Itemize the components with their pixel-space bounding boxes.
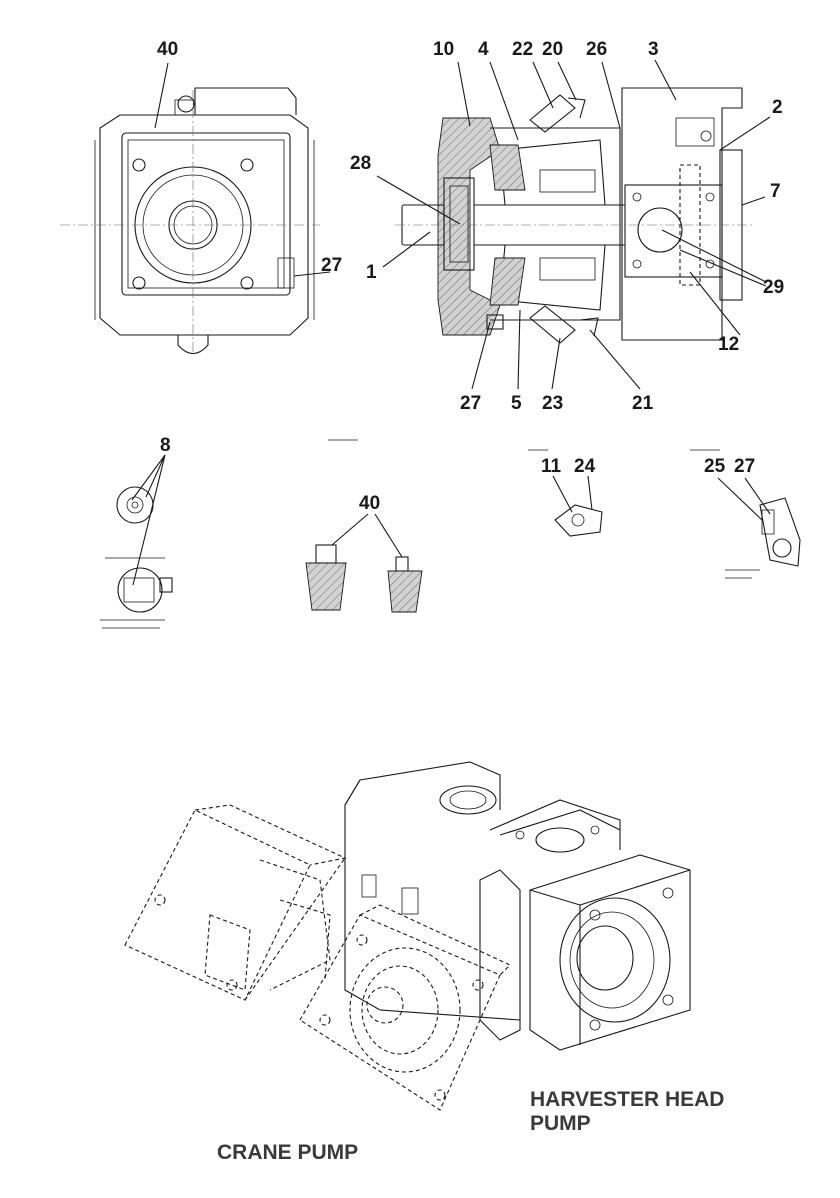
callout-12: 12 <box>718 334 740 355</box>
crane-pump-caption: CRANE PUMP <box>217 1141 359 1164</box>
detail-part-8 <box>100 454 173 629</box>
callout-5: 5 <box>511 393 522 414</box>
pump-front-view <box>60 62 331 355</box>
detail-part-40 <box>305 439 423 613</box>
harvester-head-pump <box>344 761 691 1051</box>
callout-8: 8 <box>160 435 171 456</box>
callout-22: 22 <box>512 39 534 60</box>
callout-29: 29 <box>763 277 785 298</box>
callout-27-section: 27 <box>460 393 482 414</box>
callout-1: 1 <box>366 262 377 283</box>
callout-21: 21 <box>632 393 654 414</box>
harvester-caption-line-2: PUMP <box>530 1112 591 1136</box>
crane-pump <box>124 804 511 1111</box>
callout-26: 26 <box>586 39 608 60</box>
callout-3: 3 <box>648 39 659 60</box>
harvester-head-pump-caption: HARVESTER HEAD PUMP <box>530 1088 724 1136</box>
callout-10: 10 <box>433 39 455 60</box>
callout-23: 23 <box>542 393 564 414</box>
callout-11: 11 <box>541 456 562 477</box>
harvester-caption-line-1: HARVESTER HEAD <box>530 1088 725 1111</box>
callout-40-detail: 40 <box>359 493 381 514</box>
callout-28: 28 <box>350 153 372 174</box>
detail-part-11-24 <box>528 449 603 537</box>
callout-20: 20 <box>542 39 564 60</box>
detail-part-25-27 <box>690 449 801 579</box>
callout-27-detail: 27 <box>734 456 756 477</box>
callout-27-front-view: 27 <box>321 255 343 276</box>
callout-40-front-view: 40 <box>157 39 179 60</box>
callout-4: 4 <box>478 39 489 60</box>
callout-2: 2 <box>772 97 783 118</box>
callout-25: 25 <box>704 456 726 477</box>
callout-7: 7 <box>770 181 781 202</box>
callout-24: 24 <box>574 456 596 477</box>
pump-section-view <box>376 59 771 390</box>
